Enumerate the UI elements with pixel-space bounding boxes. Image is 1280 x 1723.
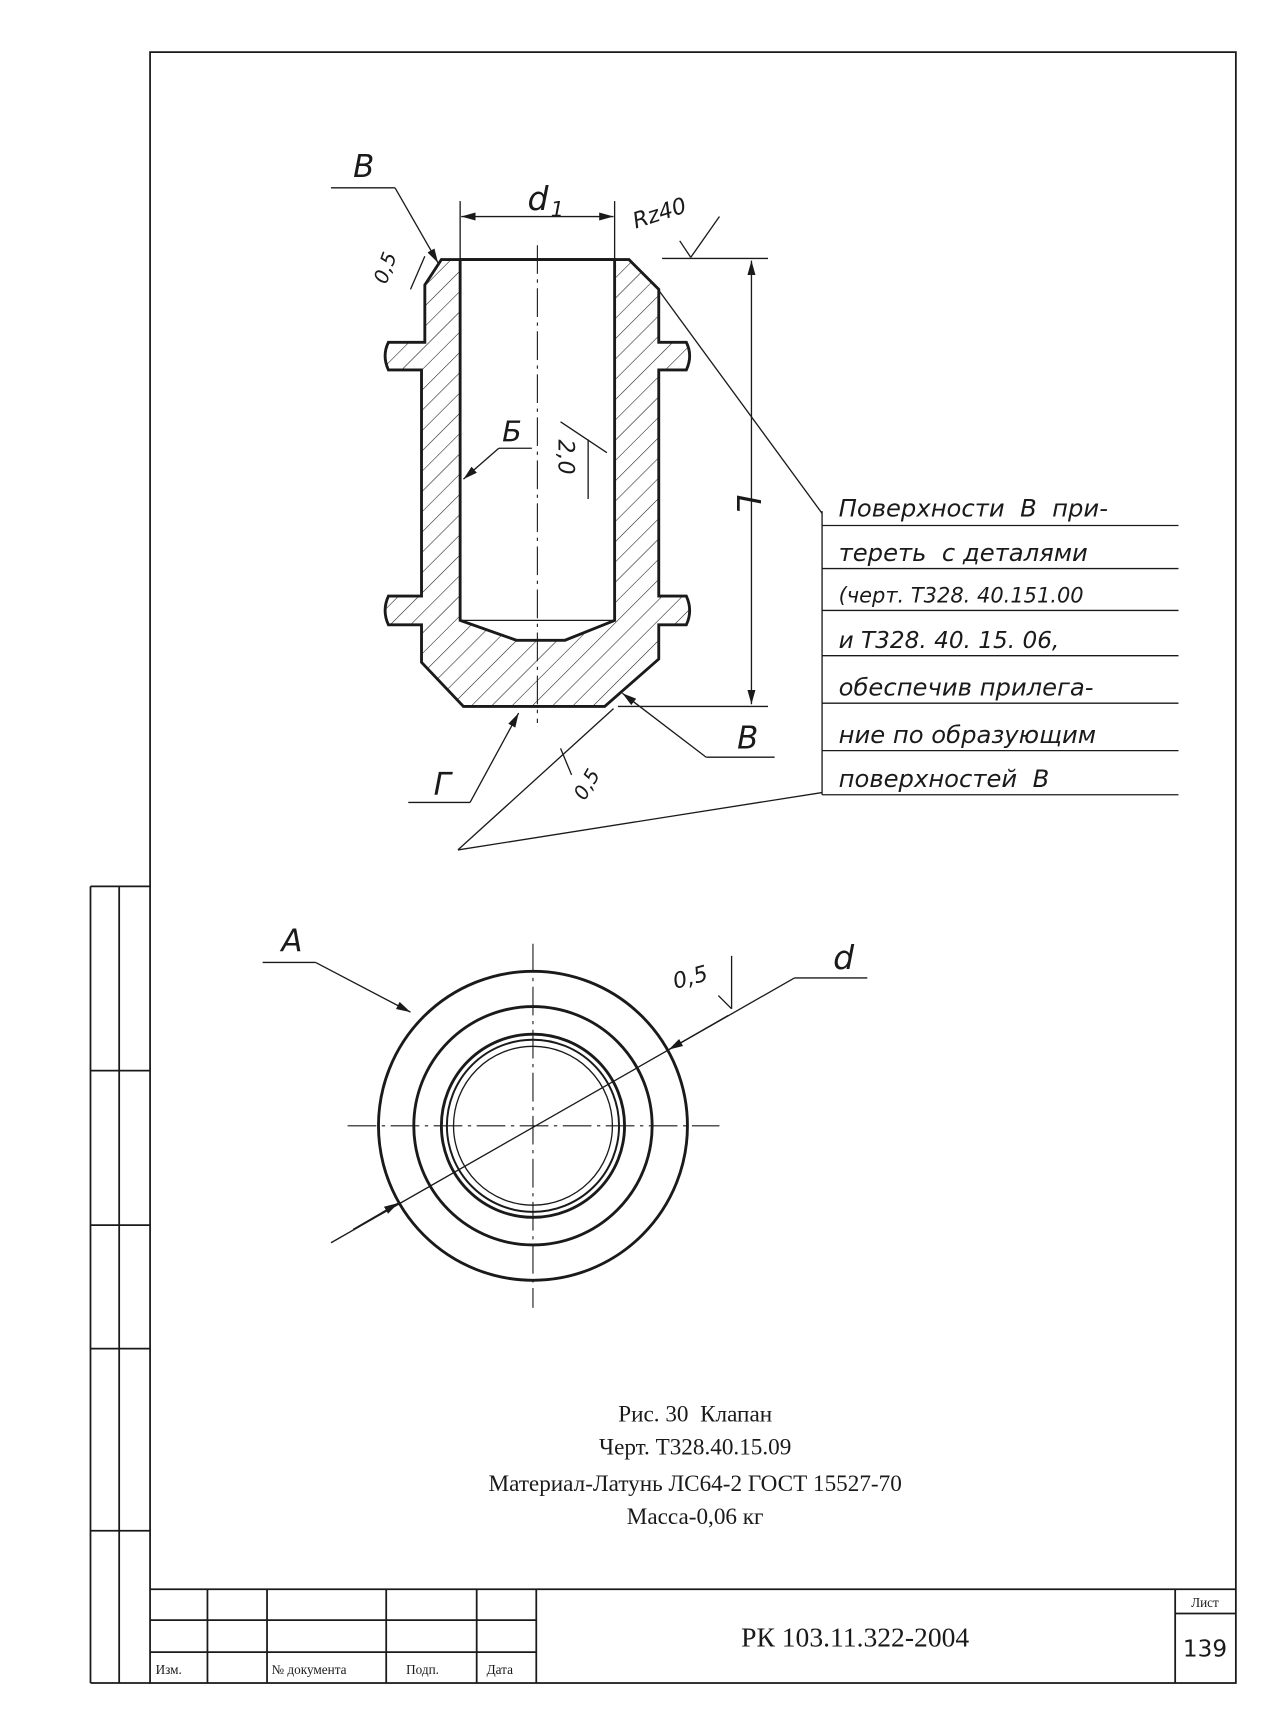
callout-v-bottom: В	[621, 692, 775, 758]
caption-material: Материал-Латунь ЛС64-2 ГОСТ 15527-70	[489, 1471, 902, 1497]
note-line: поверхностей В	[839, 764, 1050, 793]
callout-leader	[315, 961, 411, 1013]
note-line: Поверхности В при-	[839, 494, 1108, 523]
dimension-label-index: 1	[551, 198, 564, 222]
dimension-arrow-lower	[352, 1202, 399, 1231]
note-line: ние по образующим	[839, 720, 1096, 749]
plan-view: А d 0,5	[262, 923, 868, 1308]
callout-leader	[463, 447, 500, 480]
roughness-check-long	[690, 216, 720, 258]
note-line: (черт. Т328. 40.151.00	[839, 584, 1084, 608]
callout-b: Б	[463, 415, 532, 480]
section-view: d 1 Rz40 L В 0,5 Б	[331, 149, 823, 851]
roughness-check-short	[679, 240, 692, 258]
roughness-bore: 2,0	[552, 421, 608, 500]
note-leader-chamfer	[457, 708, 614, 851]
roughness-check	[559, 748, 573, 776]
figure-caption: Рис. 30 Клапан Черт. Т328.40.15.09 Матер…	[489, 1402, 902, 1531]
roughness-check	[560, 421, 608, 454]
dimension-label-L: L	[729, 495, 768, 513]
dimension-L: L	[617, 257, 768, 708]
caption-mass: Масса-0,06 кг	[627, 1504, 764, 1530]
caption-drawing-number: Черт. Т328.40.15.09	[599, 1435, 791, 1461]
dimension-d1: d 1	[459, 179, 616, 260]
technical-note: Поверхности В при- тереть с деталями (че…	[821, 494, 1179, 796]
callout-v-top: В	[331, 149, 439, 264]
roughness-check-short	[717, 995, 733, 1010]
dimension-label-d: d	[833, 938, 855, 977]
column-signature-label: Подп.	[406, 1662, 439, 1677]
callout-leader	[394, 187, 439, 264]
roughness-check	[409, 255, 426, 290]
note-line: и Т328. 40. 15. 06,	[839, 627, 1060, 654]
sheet-label: Лист	[1191, 1595, 1219, 1610]
callout-letter: А	[279, 923, 302, 959]
sheet-number: 139	[1183, 1636, 1227, 1663]
drawing-border	[149, 51, 1237, 1684]
column-date-label: Дата	[487, 1662, 514, 1677]
caption-figure: Рис. 30 Клапан	[618, 1402, 772, 1428]
left-margin-strip	[89, 885, 151, 1684]
callout-letter: В	[737, 720, 758, 756]
roughness-value: 2,0	[552, 439, 577, 474]
column-change-label: Изм.	[156, 1662, 182, 1677]
note-line: обеспечив прилега-	[839, 672, 1094, 701]
callout-leader	[469, 712, 520, 803]
callout-letter: В	[353, 149, 374, 185]
dimension-arrow-upper	[668, 1014, 729, 1051]
callout-letter: Г	[434, 767, 454, 803]
document-designation: РК 103.11.322-2004	[741, 1622, 969, 1653]
title-block-grid	[150, 1588, 1236, 1684]
callout-g: Г	[408, 712, 520, 804]
note-line: тереть с деталями	[839, 538, 1088, 567]
note-leader-bottom	[457, 791, 823, 851]
title-block: Изм. № документа Подп. Дата РК 103.11.32…	[150, 1588, 1236, 1684]
sheet-frame	[89, 51, 1237, 1684]
dimension-label-d: d	[527, 179, 549, 218]
callout-letter: Б	[502, 415, 522, 449]
dimension-d: d	[330, 938, 868, 1244]
callout-leader	[621, 692, 707, 758]
note-leader-top	[652, 282, 823, 514]
column-document-label: № документа	[271, 1662, 346, 1677]
callout-a: А	[262, 923, 411, 1013]
